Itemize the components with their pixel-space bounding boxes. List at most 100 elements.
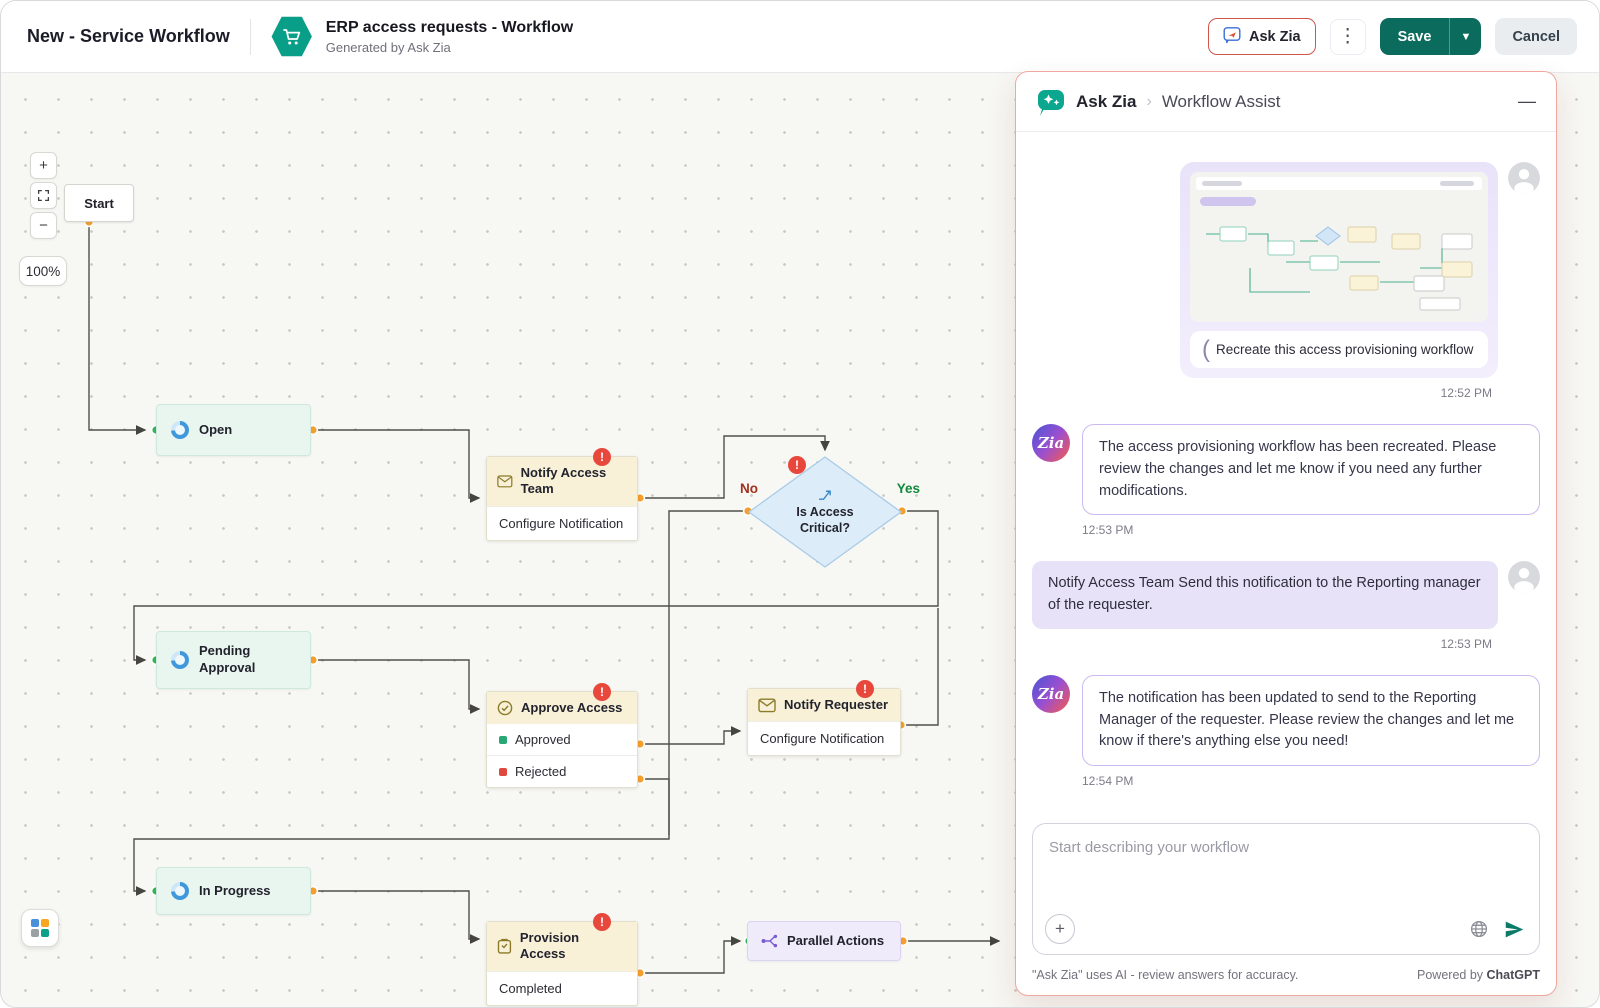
status-icon bbox=[171, 882, 189, 900]
connector bbox=[640, 936, 742, 974]
save-dropdown-button[interactable]: ▼ bbox=[1449, 18, 1482, 55]
ask-zia-panel: Ask Zia › Workflow Assist — bbox=[1015, 71, 1557, 996]
chat-message-user: Notify Access Team Send this notificatio… bbox=[1032, 561, 1540, 629]
node-label: Parallel Actions bbox=[787, 932, 885, 948]
image-caption: ( Recreate this access provisioning work… bbox=[1190, 331, 1488, 369]
zoom-fit-button[interactable] bbox=[30, 182, 57, 209]
user-avatar bbox=[1508, 561, 1540, 594]
branch-label-yes: Yes bbox=[896, 481, 920, 496]
assistant-message-text: The access provisioning workflow has bee… bbox=[1082, 424, 1540, 516]
node-parallel-actions[interactable]: Parallel Actions bbox=[747, 921, 901, 961]
node-in-progress[interactable]: In Progress bbox=[156, 867, 311, 915]
outcome-rejected[interactable]: Rejected bbox=[487, 755, 637, 787]
ask-zia-button-label: Ask Zia bbox=[1248, 28, 1301, 45]
connector bbox=[640, 726, 742, 745]
node-title: Approve Access bbox=[521, 700, 623, 715]
panel-brand: Ask Zia bbox=[1076, 91, 1137, 111]
node-title: Is Access Critical? bbox=[796, 504, 854, 535]
node-is-access-critical[interactable]: ! Is Access Critical? No Yes bbox=[740, 456, 920, 568]
user-avatar bbox=[1508, 162, 1540, 194]
panel-footer: "Ask Zia" uses AI - review answers for a… bbox=[1016, 955, 1556, 995]
ai-disclaimer: "Ask Zia" uses AI - review answers for a… bbox=[1032, 968, 1299, 982]
chat-message-assistant: Zia The access provisioning workflow has… bbox=[1032, 424, 1540, 516]
workflow-subtitle: Generated by Ask Zia bbox=[325, 39, 451, 55]
timestamp: 12:52 PM bbox=[1440, 386, 1492, 401]
powered-by: Powered by ChatGPT bbox=[1417, 968, 1540, 982]
node-label: In Progress bbox=[199, 882, 271, 898]
zoom-out-button[interactable]: − bbox=[30, 212, 57, 239]
zia-avatar: Zia bbox=[1032, 424, 1070, 463]
node-provision-access[interactable]: ! Provision Access Completed bbox=[486, 913, 638, 1006]
widgets-grid-icon bbox=[31, 919, 49, 937]
node-open[interactable]: Open bbox=[156, 404, 311, 456]
workflow-thumbnail bbox=[1190, 172, 1488, 322]
connector bbox=[88, 222, 147, 435]
clipboard-icon bbox=[497, 939, 512, 954]
connector bbox=[313, 429, 481, 503]
node-label: Start bbox=[84, 195, 114, 211]
outcome-label: Rejected bbox=[515, 764, 567, 780]
node-config-link[interactable]: Configure Notification bbox=[487, 505, 637, 540]
chat-message-user: ( Recreate this access provisioning work… bbox=[1032, 162, 1540, 379]
node-title: Provision Access bbox=[519, 930, 580, 962]
node-approve-access[interactable]: ! Approve Access Approved Rejected bbox=[486, 683, 638, 789]
globe-icon bbox=[1470, 920, 1488, 938]
zoom-controls: + − bbox=[30, 152, 57, 239]
rejected-bullet-icon bbox=[499, 767, 507, 776]
ask-zia-chat-icon bbox=[1223, 26, 1241, 48]
fit-screen-icon bbox=[37, 189, 50, 202]
quote-icon: ( bbox=[1202, 336, 1210, 363]
attach-button[interactable]: + bbox=[1045, 914, 1075, 944]
error-badge[interactable]: ! bbox=[856, 680, 874, 698]
user-message-text: Notify Access Team Send this notificatio… bbox=[1032, 561, 1498, 629]
connector bbox=[313, 659, 481, 714]
workflow-title: ERP access requests - Workflow bbox=[325, 18, 574, 36]
email-icon bbox=[758, 698, 776, 712]
error-badge[interactable]: ! bbox=[593, 913, 611, 931]
node-label: Open bbox=[199, 421, 233, 437]
zoom-in-button[interactable]: + bbox=[30, 152, 57, 179]
timestamp: 12:53 PM bbox=[1440, 636, 1492, 651]
panel-header: Ask Zia › Workflow Assist — bbox=[1016, 72, 1556, 132]
language-button[interactable] bbox=[1469, 919, 1489, 939]
top-bar: New - Service Workflow ERP access reques… bbox=[1, 1, 1599, 73]
workflow-input[interactable] bbox=[1033, 824, 1539, 902]
image-message-card[interactable]: ( Recreate this access provisioning work… bbox=[1180, 162, 1498, 379]
zoom-level-badge[interactable]: 100% bbox=[19, 256, 67, 286]
approved-bullet-icon bbox=[499, 735, 507, 744]
timestamp: 12:54 PM bbox=[1082, 774, 1134, 789]
canvas-widgets-button[interactable] bbox=[21, 909, 59, 947]
more-options-button[interactable]: ⋮ bbox=[1329, 18, 1366, 55]
workflow-cart-icon bbox=[271, 16, 312, 57]
cancel-button[interactable]: Cancel bbox=[1495, 18, 1577, 55]
zia-chat-icon bbox=[1038, 89, 1064, 116]
email-icon bbox=[497, 475, 513, 488]
node-status-link[interactable]: Completed bbox=[487, 970, 637, 1005]
caption-text: Recreate this access provisioning workfl… bbox=[1216, 342, 1474, 358]
connector bbox=[313, 890, 481, 944]
send-button[interactable] bbox=[1504, 919, 1525, 940]
chat-area[interactable]: ( Recreate this access provisioning work… bbox=[1016, 132, 1556, 823]
chatgpt-brand: ChatGPT bbox=[1486, 968, 1540, 982]
outcome-approved[interactable]: Approved bbox=[487, 724, 637, 755]
error-badge[interactable]: ! bbox=[593, 683, 611, 701]
error-badge[interactable]: ! bbox=[788, 456, 806, 474]
panel-title: Workflow Assist bbox=[1161, 91, 1281, 111]
node-notify-requester[interactable]: ! Notify Requester Configure Notificatio… bbox=[747, 680, 901, 757]
status-icon bbox=[171, 421, 189, 439]
divider bbox=[249, 18, 251, 55]
node-config-link[interactable]: Configure Notification bbox=[748, 721, 900, 755]
save-button[interactable]: Save bbox=[1379, 18, 1450, 55]
ask-zia-button[interactable]: Ask Zia bbox=[1207, 18, 1316, 55]
workflow-prompt-box: + bbox=[1032, 823, 1540, 955]
node-start[interactable]: Start bbox=[64, 184, 134, 222]
status-icon bbox=[171, 651, 189, 669]
minimize-button[interactable]: — bbox=[1518, 91, 1536, 111]
save-split-button: Save ▼ bbox=[1379, 18, 1482, 55]
node-notify-access-team[interactable]: ! Notify Access Team Configure Notificat… bbox=[486, 448, 638, 541]
chevron-right-icon: › bbox=[1146, 92, 1152, 110]
node-pending-approval[interactable]: Pending Approval bbox=[156, 631, 311, 689]
branch-label-no: No bbox=[740, 481, 758, 496]
error-badge[interactable]: ! bbox=[593, 448, 611, 466]
connector bbox=[133, 510, 746, 896]
